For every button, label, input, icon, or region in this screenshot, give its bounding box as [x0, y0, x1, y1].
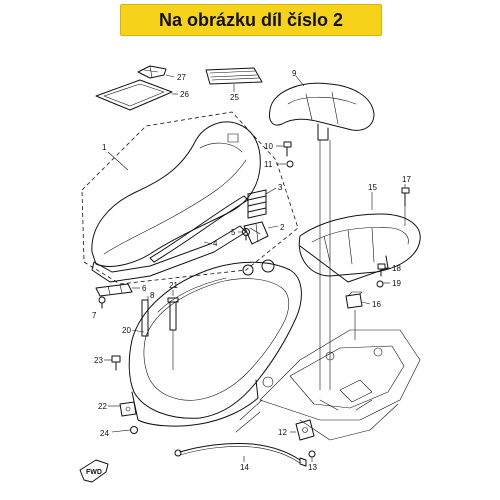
callout-18: 18: [392, 264, 401, 273]
callout-1: 1: [102, 143, 107, 152]
callout-24: 24: [100, 429, 109, 438]
part-7-screw: [98, 296, 106, 309]
frame-structure: [235, 329, 421, 441]
callout-27: 27: [177, 73, 186, 82]
callout-2: 2: [280, 223, 285, 232]
part-9-backrest: [269, 75, 375, 141]
forward-direction-marker: FWD: [79, 459, 109, 483]
part-27-clip: [137, 65, 175, 79]
callout-4: 4: [213, 239, 218, 248]
part-15-rear-tray: [298, 192, 421, 283]
forward-arrow-icon: [79, 459, 109, 483]
callout-20: 20: [122, 326, 131, 335]
callout-14: 14: [240, 463, 249, 472]
part-18-bolt: [377, 263, 390, 277]
callout-15: 15: [368, 183, 377, 192]
part-21-bolt: [167, 290, 179, 331]
part-3-spring: [247, 187, 277, 219]
alignment-leaders: [172, 140, 406, 390]
callout-8: 8: [150, 291, 155, 300]
callout-3: 3: [278, 183, 283, 192]
part-13-clip: [308, 450, 316, 462]
callout-9: 9: [292, 69, 297, 78]
part-number-banner: Na obrázku díl číslo 2: [120, 4, 382, 36]
callout-6: 6: [142, 284, 147, 293]
callout-7: 7: [92, 311, 97, 320]
callout-19: 19: [392, 279, 401, 288]
callout-22: 22: [98, 402, 107, 411]
part-5-screw: [238, 228, 250, 241]
callout-labels: 1 2 3 4 5 6 7 8 9 10 11 12 13 14 15 16 1…: [92, 69, 411, 472]
part-11-washer: [276, 160, 294, 168]
callout-16: 16: [372, 300, 381, 309]
part-26-tray: [95, 79, 178, 111]
callout-21: 21: [169, 281, 178, 290]
part-6-hinge: [95, 283, 140, 297]
callout-12: 12: [278, 428, 287, 437]
part-2-catch: [243, 221, 279, 245]
part-1-seat: [81, 111, 299, 285]
part-17-bolt: [401, 184, 410, 207]
callout-11: 11: [264, 160, 273, 169]
part-25-pad: [205, 67, 263, 92]
callout-10: 10: [264, 142, 273, 151]
part-8-pin: [141, 296, 149, 337]
part-24-nut: [111, 426, 138, 434]
banner-text: Na obrázku díl číslo 2: [158, 9, 344, 30]
part-12-latch: [290, 419, 315, 441]
part-22-bracket: [108, 401, 137, 417]
callout-23: 23: [94, 356, 103, 365]
callout-5: 5: [231, 228, 236, 237]
part-20-storage-box: [128, 259, 302, 427]
fwd-label: FWD: [86, 469, 102, 476]
part-23-bolt: [104, 355, 121, 371]
callout-17: 17: [402, 175, 411, 184]
callout-25: 25: [230, 93, 239, 102]
part-10-bolt: [276, 141, 292, 157]
callout-13: 13: [308, 463, 317, 472]
callout-26: 26: [180, 90, 189, 99]
part-19-washer: [376, 280, 390, 288]
part-14-cable: [174, 443, 307, 467]
part-16-damper: [345, 291, 371, 309]
